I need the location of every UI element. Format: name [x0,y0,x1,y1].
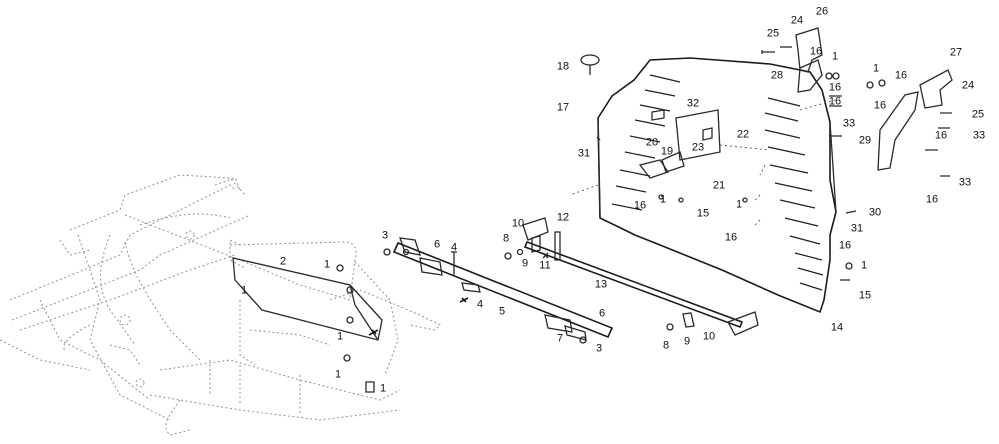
callout-1: 1 [659,193,667,206]
callout-1: 1 [336,330,344,343]
callout-6: 6 [598,307,606,320]
callout-33: 33 [972,129,986,142]
callout-25: 25 [971,108,985,121]
callout-14: 14 [830,321,844,334]
callout-16: 16 [894,69,908,82]
callout-10: 10 [702,330,716,343]
callout-16: 16 [873,99,887,112]
callout-31: 31 [577,147,591,160]
callout-3: 3 [595,342,603,355]
callout-10: 10 [511,217,525,230]
callout-22: 22 [736,128,750,141]
callout-32: 32 [686,97,700,110]
callout-8: 8 [502,232,510,245]
side-plate [232,257,383,393]
callout-24: 24 [790,14,804,27]
callout-23: 23 [691,141,705,154]
callout-20: 20 [645,136,659,149]
callout-1: 1 [334,368,342,381]
callout-4: 4 [476,298,484,311]
callout-24: 24 [961,79,975,92]
callout-30: 30 [868,206,882,219]
callout-1: 1 [379,382,387,395]
callout-3: 3 [381,229,389,242]
callout-16: 16 [724,231,738,244]
bracket-27 [919,69,953,109]
callout-1: 1 [735,198,743,211]
callout-29: 29 [858,134,872,147]
rear-rod-assembly [504,217,759,336]
callout-21: 21 [712,179,726,192]
callout-7: 7 [556,332,564,345]
callout-6: 6 [433,238,441,251]
callout-25: 25 [766,27,780,40]
callout-1: 1 [323,258,331,271]
callout-16: 16 [838,239,852,252]
callout-31: 31 [850,222,864,235]
callout-5: 5 [498,305,506,318]
bracket-29 [877,91,919,171]
callout-9: 9 [683,335,691,348]
callout-16: 16 [633,199,647,212]
callout-13: 13 [594,278,608,291]
callout-33: 33 [958,176,972,189]
callout-28: 28 [770,69,784,82]
callout-16: 16 [828,95,842,108]
callout-8: 8 [662,339,670,352]
callout-1: 1 [240,284,248,297]
knob-18 [580,54,600,75]
callout-12: 12 [556,211,570,224]
callout-16: 16 [925,193,939,206]
callout-19: 19 [660,145,674,158]
callout-1: 1 [872,62,880,75]
callout-15: 15 [696,207,710,220]
callout-11: 11 [539,259,551,272]
bracket-28 [797,59,823,93]
callout-1: 1 [831,50,839,63]
callout-33: 33 [842,117,856,130]
callout-17: 17 [556,101,570,114]
callout-27: 27 [949,46,963,59]
callout-18: 18 [556,60,570,73]
bracket-26 [795,27,823,73]
callout-26: 26 [815,5,829,18]
callout-16: 16 [809,45,823,58]
callout-1: 1 [860,259,868,272]
callout-4: 4 [450,241,458,254]
hardware-fasteners [596,46,952,281]
callout-16: 16 [828,81,842,94]
vehicle-frame-outline [0,174,441,436]
callout-15: 15 [858,289,872,302]
callout-2: 2 [279,255,287,268]
callout-9: 9 [521,257,529,270]
rear-panel [569,57,837,314]
callout-16: 16 [934,129,948,142]
front-crossbar [383,237,614,344]
